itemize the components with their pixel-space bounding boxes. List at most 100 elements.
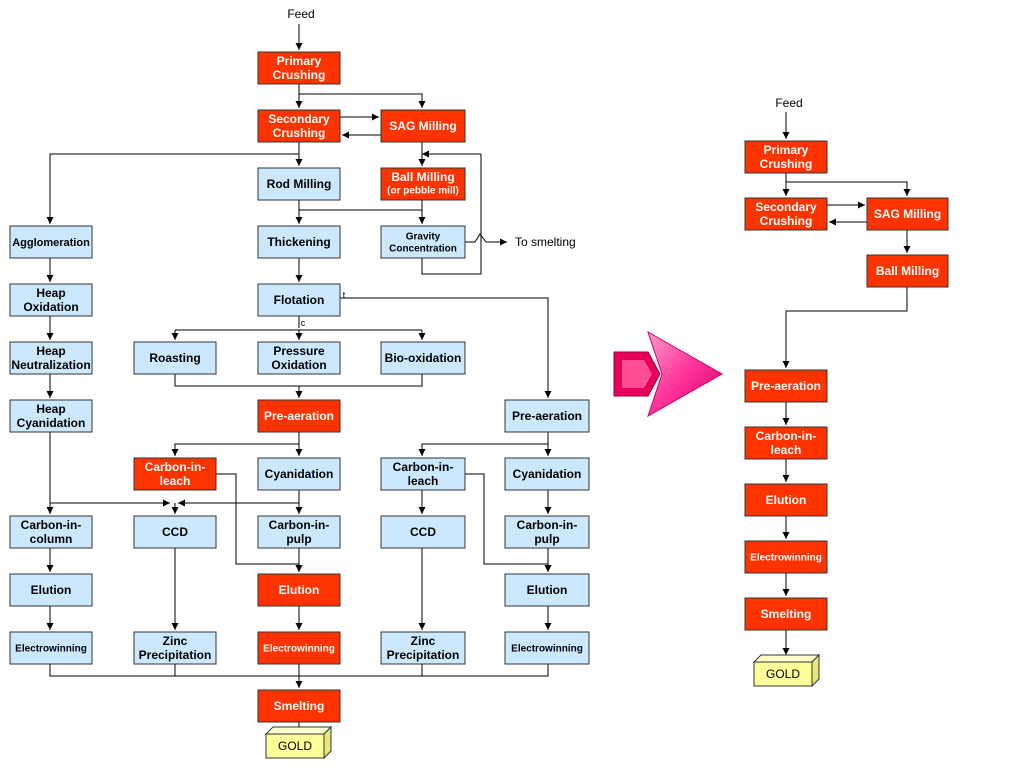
box-label: Crushing xyxy=(760,157,813,171)
to-smelting-label: To smelting xyxy=(515,235,576,249)
simplified-flowsheet-ball-milling-box: Ball Milling xyxy=(866,254,949,288)
flotation-tail-label: t xyxy=(343,290,346,300)
box-label: Roasting xyxy=(149,351,200,365)
box-label: Electrowinning xyxy=(511,644,583,655)
box-label: Electrowinning xyxy=(750,553,822,564)
box-label: Elution xyxy=(766,493,807,507)
box-label: Crushing xyxy=(273,126,326,140)
box-label: Oxidation xyxy=(271,358,326,372)
box-label: Electrowinning xyxy=(15,644,87,655)
box-label: pulp xyxy=(534,532,559,546)
full-flowsheet-elution-right-box: Elution xyxy=(504,573,590,607)
box-label: Bio-oxidation xyxy=(385,351,462,365)
box-label: Electrowinning xyxy=(263,644,335,655)
box-label: Carbon-in- xyxy=(517,518,578,532)
box-label: Cyanidation xyxy=(513,467,582,481)
box-label: Zinc xyxy=(411,634,436,648)
box-label: Carbon-in- xyxy=(756,429,817,443)
full-flowsheet-cyanidation-center-box: Cyanidation xyxy=(257,457,341,491)
gold-label: GOLD xyxy=(278,739,312,753)
box-label: Primary xyxy=(277,54,322,68)
full-flowsheet-electrowinning-right-box: Electrowinning xyxy=(504,631,590,665)
full-flowsheet-carbon-in-column-box: Carbon-in-column xyxy=(9,515,93,549)
full-flowsheet-roasting-box: Roasting xyxy=(133,341,217,375)
box-label: Elution xyxy=(279,583,320,597)
box-label: Pre-aeration xyxy=(751,379,821,393)
full-flowsheet-ball-milling-box: Ball Milling (or pebble mill) xyxy=(380,167,466,201)
box-label: leach xyxy=(771,443,802,457)
transition-arrow-icon xyxy=(613,330,724,418)
full-flowsheet-cip-right-box: Carbon-in-pulp xyxy=(504,515,590,549)
box-label: Gravity xyxy=(406,232,441,243)
simplified-flowsheet-smelting-box: Smelting xyxy=(744,597,828,631)
box-label: Concentration xyxy=(389,244,457,255)
full-flowsheet-thickening-box: Thickening xyxy=(257,225,341,259)
box-label: Heap xyxy=(36,286,65,300)
box-label: Carbon-in- xyxy=(21,518,82,532)
box-label: Ball Milling xyxy=(876,264,939,278)
box-label: leach xyxy=(160,474,191,488)
gold-product-box: GOLD xyxy=(752,653,821,688)
box-label: Cyanidation xyxy=(265,467,334,481)
simplified-flowsheet-pre-aeration-box: Pre-aeration xyxy=(744,369,828,403)
box-label: CCD xyxy=(410,525,436,539)
full-flowsheet-bio-oxidation-box: Bio-oxidation xyxy=(380,341,466,375)
box-label: Carbon-in- xyxy=(145,460,206,474)
full-flowsheet-agglomeration-box: Agglomeration xyxy=(9,225,93,259)
box-label: Agglomeration xyxy=(12,237,90,249)
simplified-flowsheet-sag-milling-box: SAG Milling xyxy=(866,197,949,231)
box-label: Pre-aeration xyxy=(264,409,334,423)
box-label: Primary xyxy=(764,143,809,157)
full-flowsheet-pre-aeration-center-box: Pre-aeration xyxy=(257,399,341,433)
box-label: Crushing xyxy=(760,214,813,228)
full-flowsheet-pre-aeration-right-box: Pre-aeration xyxy=(504,399,590,433)
box-label: Oxidation xyxy=(23,300,78,314)
simplified-flowsheet-electrowinning-box: Electrowinning xyxy=(744,540,828,574)
simplified-flowsheet-elution-box: Elution xyxy=(744,483,828,517)
box-label: Elution xyxy=(527,583,568,597)
feed-label: Feed xyxy=(775,96,802,110)
box-label: Neutralization xyxy=(11,358,90,372)
feed-label: Feed xyxy=(287,7,314,21)
box-label: Rod Milling xyxy=(267,177,332,191)
box-label: Ball Milling xyxy=(391,170,454,184)
box-label: Smelting xyxy=(761,607,812,621)
connector-lines xyxy=(46,24,911,734)
box-label: Crushing xyxy=(273,68,326,82)
box-label: Elution xyxy=(31,583,72,597)
full-flowsheet-smelting-box: Smelting xyxy=(257,689,341,723)
box-label: Carbon-in- xyxy=(393,460,454,474)
full-flowsheet-sag-milling-box: SAG Milling xyxy=(380,109,466,143)
full-flowsheet-cil-center-box: Carbon-in-leach xyxy=(133,457,217,491)
box-label: Precipitation xyxy=(139,648,212,662)
box-label: CCD xyxy=(162,525,188,539)
full-flowsheet-cil-right-box: Carbon-in-leach xyxy=(380,457,466,491)
box-label: Carbon-in- xyxy=(269,518,330,532)
box-label: Secondary xyxy=(755,200,817,214)
box-label: Secondary xyxy=(268,112,330,126)
box-label: leach xyxy=(408,474,439,488)
box-label: Pressure xyxy=(273,344,325,358)
full-flowsheet-cyanidation-right-box: Cyanidation xyxy=(504,457,590,491)
box-label: Heap xyxy=(36,402,65,416)
box-label: Pre-aeration xyxy=(512,409,582,423)
box-label: Cyanidation xyxy=(17,416,86,430)
box-label: Heap xyxy=(36,344,65,358)
box-label: SAG Milling xyxy=(389,119,456,133)
full-flowsheet-rod-milling-box: Rod Milling xyxy=(257,167,341,201)
box-label: Thickening xyxy=(267,235,330,249)
box-label: (or pebble mill) xyxy=(387,186,459,197)
full-flowsheet-ccd-right-box: CCD xyxy=(380,515,466,549)
